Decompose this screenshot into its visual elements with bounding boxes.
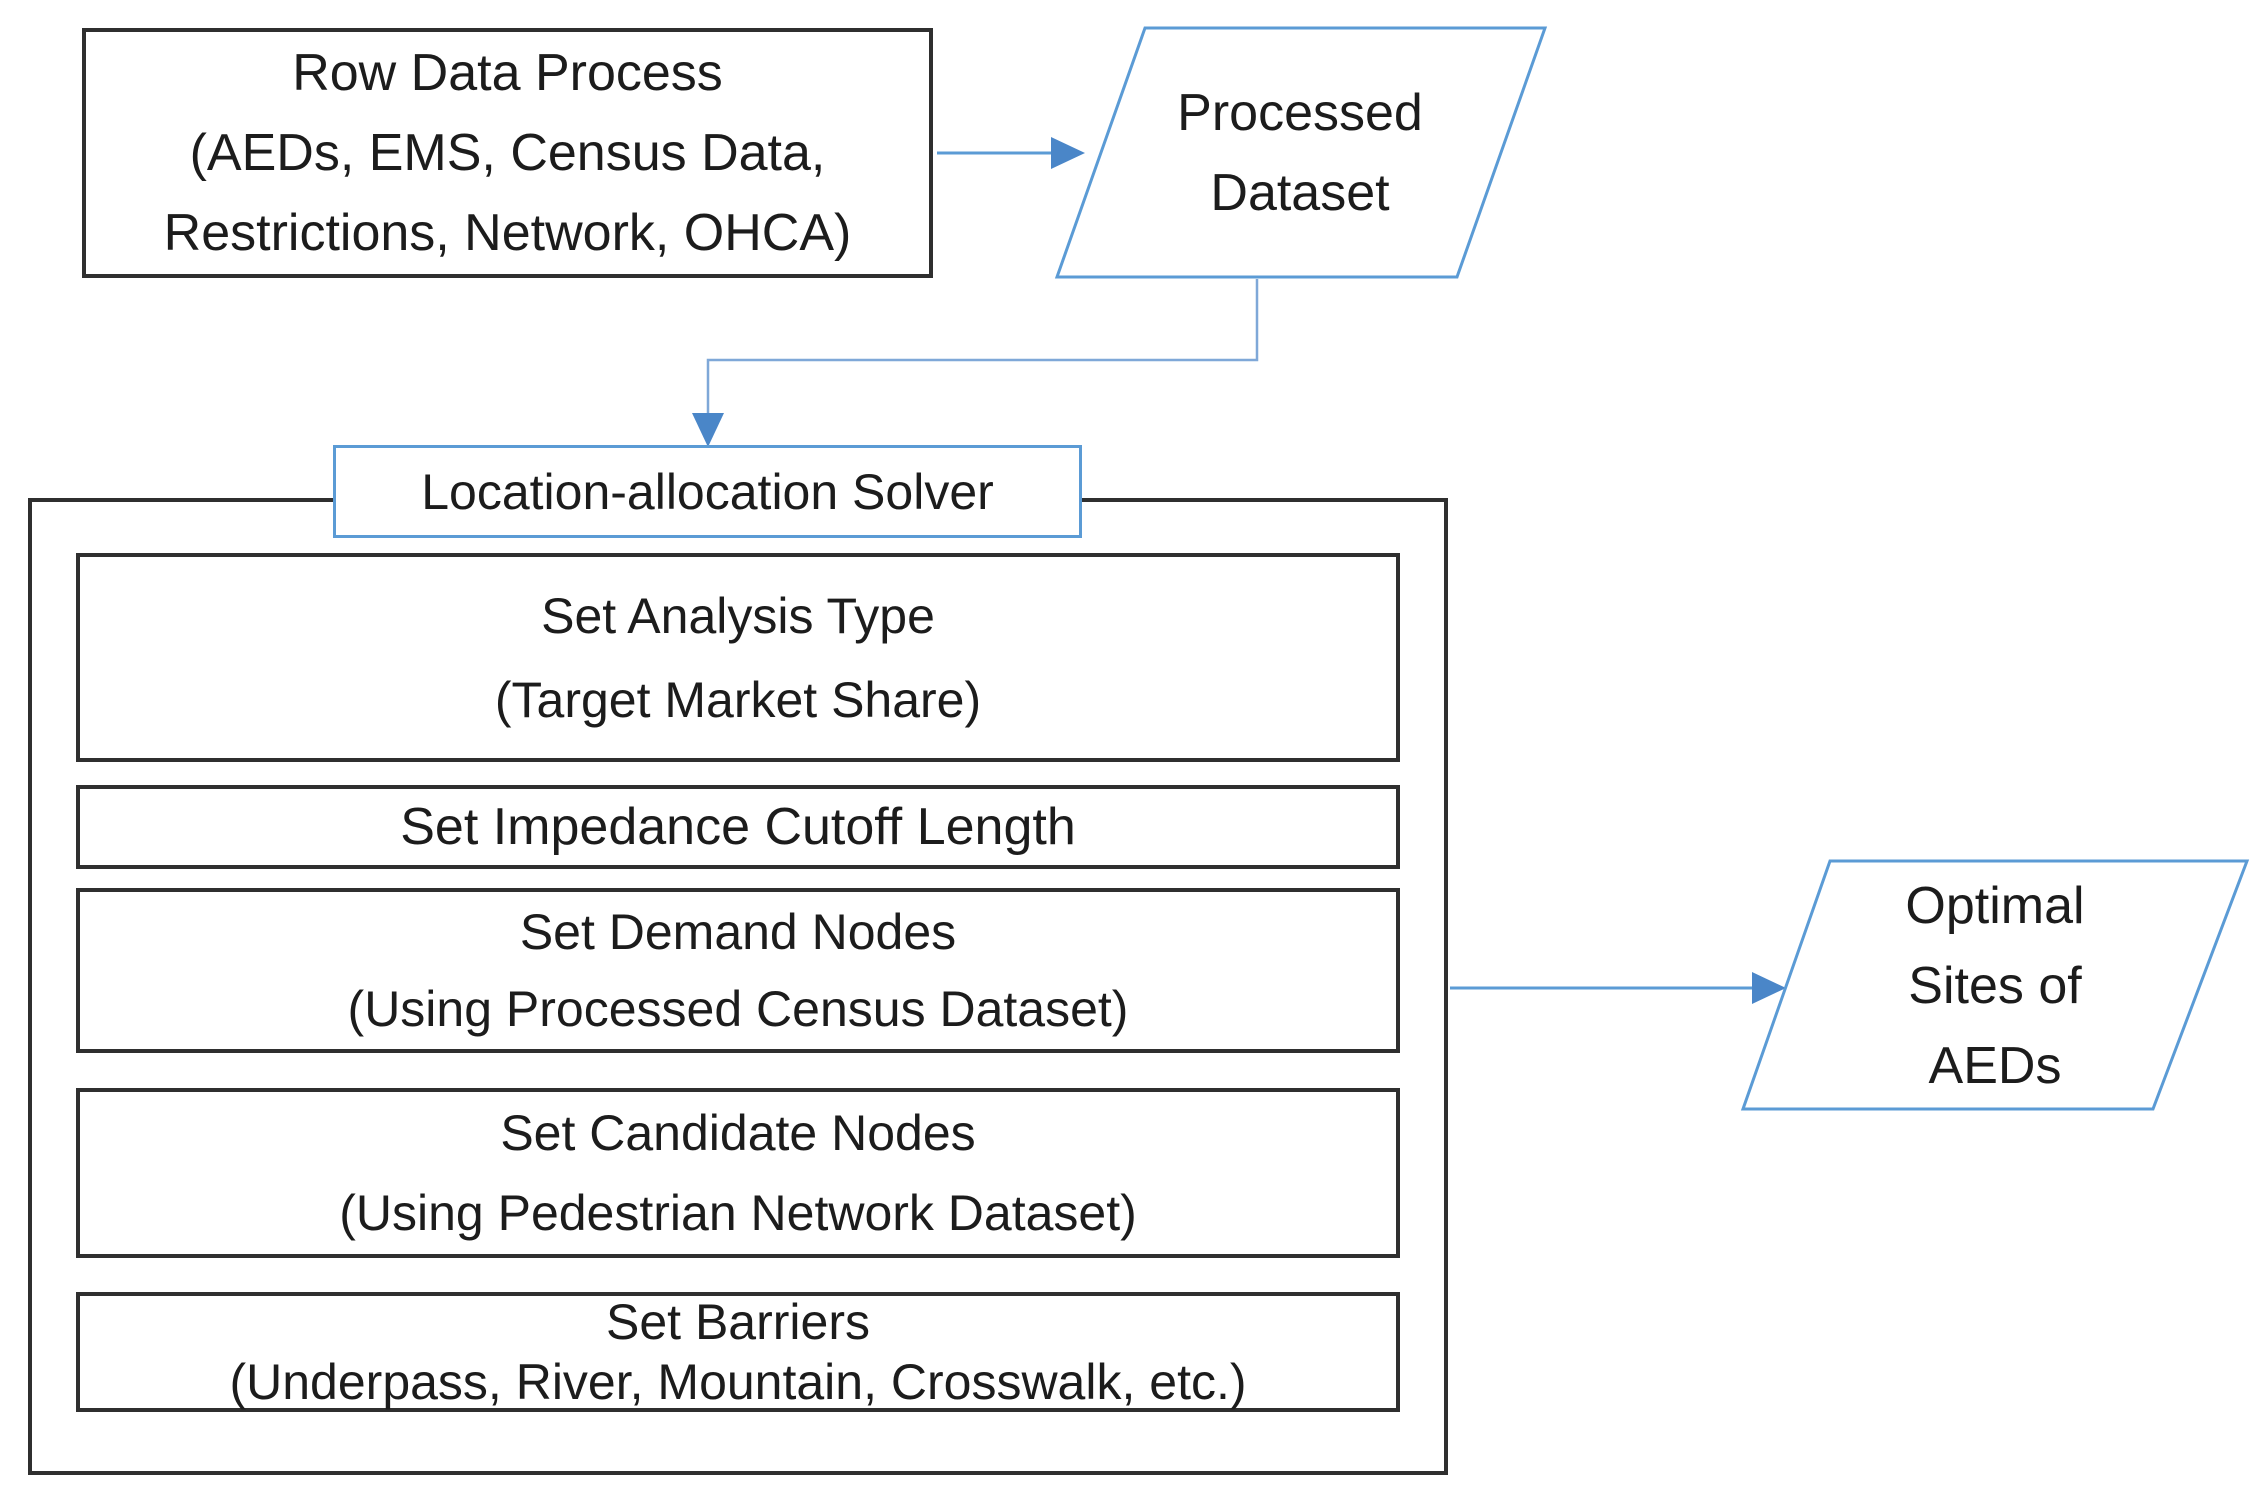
node-text-line: Optimal [1905, 876, 2085, 935]
node-text-line: (AEDs, EMS, Census Data, [189, 124, 826, 182]
arrowhead-rowdata-to-processed-icon [1051, 137, 1085, 169]
node-text-line: Set Demand Nodes [519, 903, 957, 960]
node-text-line: AEDs [1928, 1036, 2062, 1095]
parallelogram-processed-dataset [1054, 26, 1548, 279]
node-step-demand-nodes: Set Demand Nodes (Using Processed Census… [76, 888, 1400, 1053]
node-text-line: Dataset [1210, 163, 1390, 222]
arrowhead-solver-to-optimal-icon [1752, 972, 1786, 1004]
node-row-data-process: Row Data Process (AEDs, EMS, Census Data… [82, 28, 933, 278]
node-step-barriers: Set Barriers (Underpass, River, Mountain… [76, 1292, 1400, 1412]
node-text-line: (Using Pedestrian Network Dataset) [339, 1185, 1137, 1241]
processed-dataset-label: Processed Dataset [1085, 55, 1515, 250]
node-text-line: Set Candidate Nodes [500, 1105, 976, 1161]
node-text-line: Row Data Process [292, 44, 723, 102]
node-text-line: Set Impedance Cutoff Length [400, 798, 1076, 856]
node-step-impedance-cutoff: Set Impedance Cutoff Length [76, 785, 1400, 869]
node-text-line: Set Barriers [606, 1294, 870, 1350]
node-text-line: Set Analysis Type [541, 587, 935, 644]
node-solver-title: Location-allocation Solver [333, 445, 1082, 538]
node-text-line: (Using Processed Census Dataset) [347, 980, 1129, 1037]
node-step-analysis-type: Set Analysis Type (Target Market Share) [76, 553, 1400, 762]
node-step-candidate-nodes: Set Candidate Nodes (Using Pedestrian Ne… [76, 1088, 1400, 1258]
node-text-line: (Underpass, River, Mountain, Crosswalk, … [229, 1354, 1247, 1410]
elbow-processed-to-solver [706, 279, 1259, 441]
arrowhead-processed-to-solver-icon [692, 413, 724, 447]
node-text-line: (Target Market Share) [494, 671, 982, 728]
node-text-line: Processed [1177, 83, 1423, 142]
parallelogram-optimal-sites [1740, 859, 2250, 1111]
optimal-sites-label: Optimal Sites of AEDs [1780, 863, 2210, 1108]
node-text-line: Restrictions, Network, OHCA) [163, 204, 852, 262]
node-text-line: Location-allocation Solver [421, 463, 994, 520]
node-text-line: Sites of [1908, 956, 2082, 1015]
